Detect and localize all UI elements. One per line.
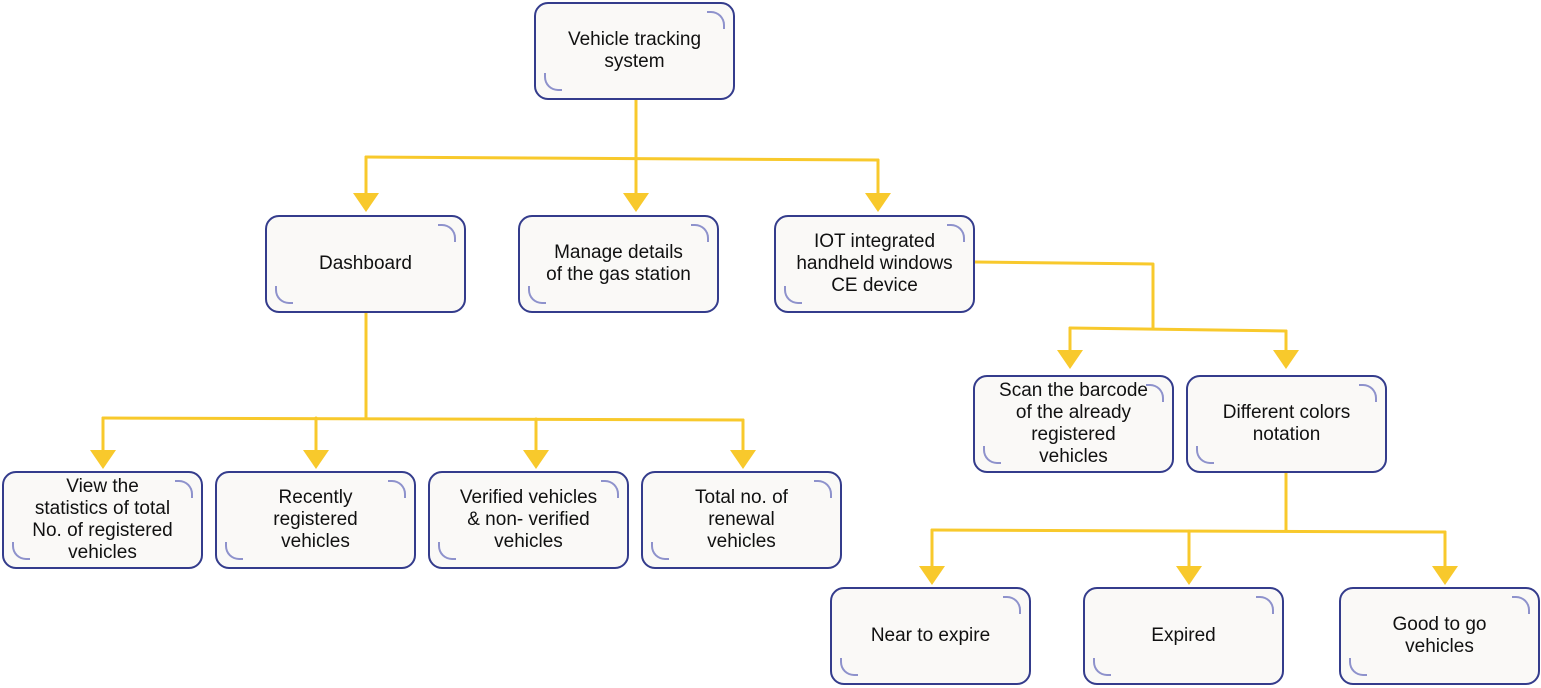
corner-accent bbox=[388, 480, 406, 498]
node-view-statistics: View the statistics of total No. of regi… bbox=[2, 471, 203, 569]
node-label: Different colors notation bbox=[1222, 402, 1351, 445]
corner-accent bbox=[601, 480, 619, 498]
corner-accent bbox=[947, 224, 965, 242]
node-label: Vehicle tracking system bbox=[567, 29, 702, 72]
node-label: Good to go vehicles bbox=[1392, 614, 1487, 657]
corner-accent bbox=[438, 542, 456, 560]
arrowhead bbox=[1432, 566, 1458, 585]
corner-accent bbox=[275, 286, 293, 304]
corner-accent bbox=[1146, 384, 1164, 402]
corner-accent bbox=[225, 542, 243, 560]
arrowhead bbox=[353, 193, 379, 212]
corner-accent bbox=[840, 658, 858, 676]
corner-accent bbox=[175, 480, 193, 498]
node-iot-device: IOT integrated handheld windows CE devic… bbox=[774, 215, 975, 313]
corner-accent bbox=[12, 542, 30, 560]
node-vehicle-tracking-system: Vehicle tracking system bbox=[534, 2, 735, 100]
corner-accent bbox=[1359, 384, 1377, 402]
node-expired: Expired bbox=[1083, 587, 1284, 685]
corner-accent bbox=[784, 286, 802, 304]
node-manage-gas-station: Manage details of the gas station bbox=[518, 215, 719, 313]
node-good-to-go: Good to go vehicles bbox=[1339, 587, 1540, 685]
node-label: Verified vehicles & non- verified vehicl… bbox=[459, 487, 598, 552]
node-dashboard: Dashboard bbox=[265, 215, 466, 313]
corner-accent bbox=[983, 446, 1001, 464]
arrowhead bbox=[1057, 350, 1083, 369]
corner-accent bbox=[528, 286, 546, 304]
corner-accent bbox=[544, 73, 562, 91]
node-label: Total no. of renewal vehicles bbox=[695, 487, 788, 552]
corner-accent bbox=[814, 480, 832, 498]
arrowhead bbox=[730, 450, 756, 469]
connector-iot-out bbox=[973, 260, 1155, 330]
arrowhead bbox=[623, 193, 649, 212]
node-label: Scan the barcode of the already register… bbox=[999, 380, 1148, 467]
connector-dashboard-bar bbox=[101, 416, 745, 422]
node-different-colors: Different colors notation bbox=[1186, 375, 1387, 473]
node-label: Expired bbox=[1151, 625, 1216, 646]
corner-accent bbox=[707, 11, 725, 29]
arrowhead bbox=[523, 450, 549, 469]
arrowhead bbox=[919, 566, 945, 585]
node-label: IOT integrated handheld windows CE devic… bbox=[796, 231, 953, 296]
connector-root-bar bbox=[364, 155, 880, 162]
node-label: Manage details of the gas station bbox=[546, 242, 691, 285]
connector-iot-bar bbox=[1068, 326, 1288, 333]
arrowhead bbox=[1273, 350, 1299, 369]
corner-accent bbox=[1003, 596, 1021, 614]
corner-accent bbox=[1256, 596, 1274, 614]
corner-accent bbox=[1512, 596, 1530, 614]
node-near-to-expire: Near to expire bbox=[830, 587, 1031, 685]
node-scan-barcode: Scan the barcode of the already register… bbox=[973, 375, 1174, 473]
corner-accent bbox=[691, 224, 709, 242]
corner-accent bbox=[651, 542, 669, 560]
node-label: Recently registered vehicles bbox=[273, 487, 358, 552]
arrowhead bbox=[303, 450, 329, 469]
arrowhead bbox=[90, 450, 116, 469]
node-verified-vehicles: Verified vehicles & non- verified vehicl… bbox=[428, 471, 629, 569]
node-label: View the statistics of total No. of regi… bbox=[32, 476, 173, 563]
arrowhead bbox=[865, 193, 891, 212]
corner-accent bbox=[1093, 658, 1111, 676]
node-label: Dashboard bbox=[319, 253, 412, 274]
node-label: Near to expire bbox=[870, 625, 991, 646]
node-renewal-vehicles: Total no. of renewal vehicles bbox=[641, 471, 842, 569]
node-recently-registered: Recently registered vehicles bbox=[215, 471, 416, 569]
corner-accent bbox=[438, 224, 456, 242]
corner-accent bbox=[1196, 446, 1214, 464]
corner-accent bbox=[1349, 658, 1367, 676]
arrowhead bbox=[1176, 566, 1202, 585]
